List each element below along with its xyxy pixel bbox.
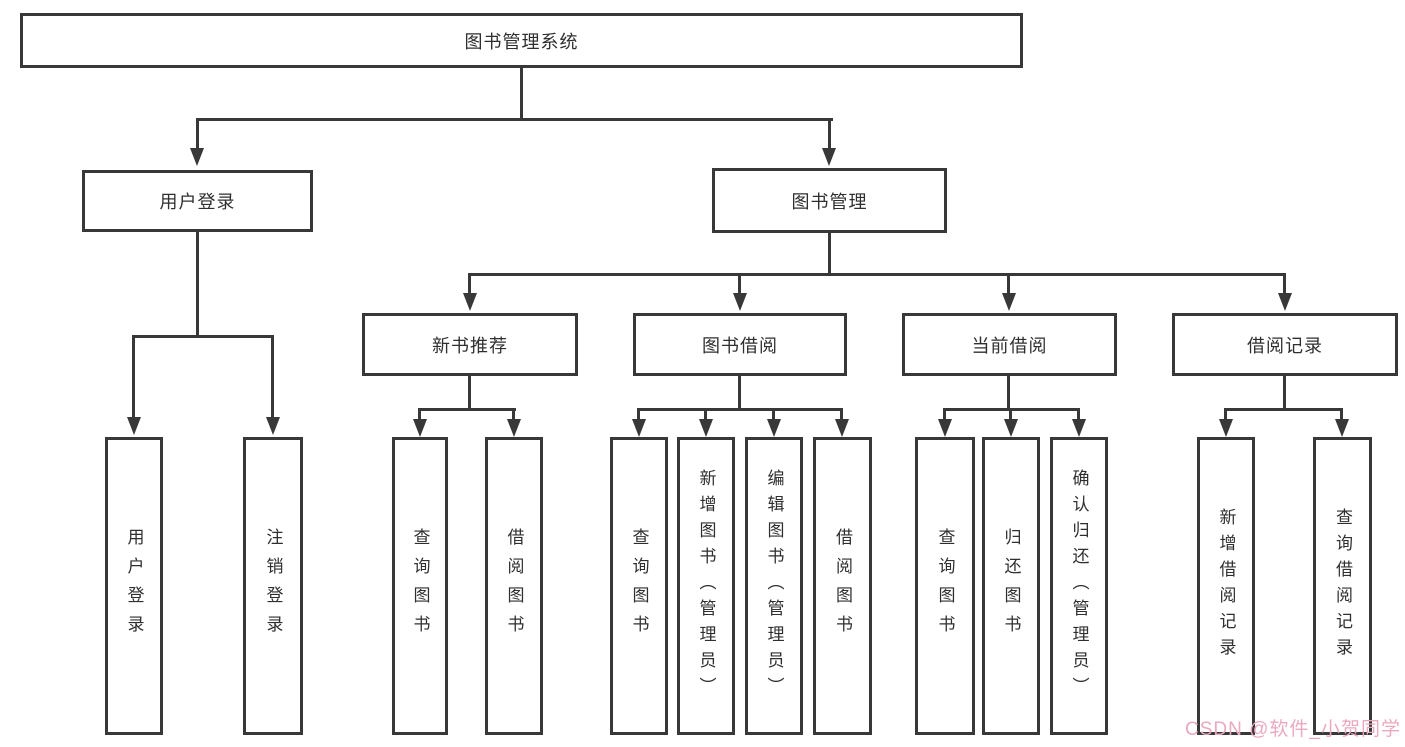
arrow-down-icon <box>507 419 521 437</box>
node-root-label: 图书管理系统 <box>464 31 579 52</box>
node-bb-borrow-book-label: 借阅图书 <box>833 528 852 644</box>
connector-drop-bb-edit <box>772 408 775 421</box>
node-new-book-rec: 新书推荐 <box>362 313 578 376</box>
csdn-watermark: CSDN @软件_小贺同学 <box>1185 719 1401 740</box>
connector-drop-br-add <box>1224 408 1227 421</box>
node-br-add-record: 新增借阅记录 <box>1197 437 1255 735</box>
node-cb-confirm-return: 确认归还（管理员） <box>1050 437 1108 735</box>
node-logout: 注销登录 <box>243 437 303 735</box>
arrow-down-icon <box>413 419 427 437</box>
connector-book-mgmt-rail <box>468 273 1286 276</box>
connector-user-login-rail <box>132 335 274 338</box>
node-bb-query-book: 查询图书 <box>610 437 668 735</box>
arrow-down-icon <box>835 419 849 437</box>
node-rec-borrow-book-label: 借阅图书 <box>504 528 524 644</box>
connector-drop-rec-borrow <box>512 408 515 421</box>
node-br-add-record-label: 新增借阅记录 <box>1216 508 1236 664</box>
arrow-down-icon <box>733 293 747 311</box>
connector-drop-user-login <box>196 118 199 150</box>
node-borrow-records-label: 借阅记录 <box>1247 335 1323 356</box>
connector-drop-login <box>132 335 135 417</box>
node-cb-return-book: 归还图书 <box>982 437 1040 735</box>
connector-book-borrow-stem <box>738 376 741 408</box>
arrow-down-icon <box>938 419 952 437</box>
node-cb-query-book: 查询图书 <box>915 437 975 735</box>
node-bb-edit-book: 编辑图书（管理员） <box>745 437 803 735</box>
arrow-down-icon <box>1072 419 1086 437</box>
arrow-down-icon <box>463 293 477 311</box>
arrow-down-icon <box>1278 293 1292 311</box>
node-book-mgmt: 图书管理 <box>712 168 947 233</box>
arrow-down-icon <box>1219 419 1233 437</box>
connector-drop-book-mgmt <box>828 118 831 150</box>
connector-current-borrow-stem <box>1007 376 1010 408</box>
node-cb-query-book-label: 查询图书 <box>935 528 955 644</box>
node-bb-add-book: 新增图书（管理员） <box>677 437 735 735</box>
arrow-down-icon <box>767 419 781 437</box>
node-cb-confirm-return-label: 确认归还（管理员） <box>1069 469 1089 703</box>
connector-drop-bb-borrow <box>840 408 843 421</box>
connector-user-login-stem <box>196 232 199 335</box>
arrow-down-icon <box>1335 419 1349 437</box>
arrow-down-icon <box>699 419 713 437</box>
node-bb-borrow-book: 借阅图书 <box>813 437 872 735</box>
node-book-borrow: 图书借阅 <box>633 313 847 376</box>
connector-root-stem <box>520 68 523 118</box>
node-book-mgmt-label: 图书管理 <box>791 191 868 212</box>
connector-borrow-records-stem <box>1283 376 1286 408</box>
connector-book-borrow-rail <box>637 408 842 411</box>
connector-drop-bb-query <box>637 408 640 421</box>
node-bb-edit-book-label: 编辑图书（管理员） <box>764 469 784 703</box>
node-login-label: 用户登录 <box>124 528 144 644</box>
node-bb-query-book-label: 查询图书 <box>629 528 649 644</box>
arrow-down-icon <box>190 148 204 166</box>
connector-drop-current-borrow <box>1007 273 1010 295</box>
arrow-down-icon <box>127 417 141 435</box>
connector-drop-bb-add <box>704 408 707 421</box>
node-user-login: 用户登录 <box>82 170 313 232</box>
node-root: 图书管理系统 <box>20 13 1023 68</box>
arrow-down-icon <box>1002 293 1016 311</box>
connector-drop-cb-query <box>943 408 946 421</box>
node-new-book-rec-label: 新书推荐 <box>432 335 508 356</box>
node-br-query-record-label: 查询借阅记录 <box>1333 508 1352 664</box>
arrow-down-icon <box>632 419 646 437</box>
connector-drop-borrow-records <box>1283 273 1286 295</box>
node-br-query-record: 查询借阅记录 <box>1313 437 1372 735</box>
connector-root-rail <box>196 118 833 121</box>
node-logout-label: 注销登录 <box>263 528 283 644</box>
connector-drop-cb-confirm <box>1077 408 1080 421</box>
connector-drop-new-book-rec <box>468 273 471 295</box>
node-login: 用户登录 <box>105 437 163 735</box>
node-user-login-label: 用户登录 <box>159 192 236 212</box>
node-rec-borrow-book: 借阅图书 <box>485 437 543 735</box>
node-borrow-records: 借阅记录 <box>1172 313 1398 376</box>
connector-new-book-rec-rail <box>418 408 516 411</box>
connector-book-mgmt-stem <box>828 233 831 273</box>
arrow-down-icon <box>266 417 280 435</box>
connector-drop-logout <box>271 335 274 417</box>
connector-drop-br-query <box>1340 408 1343 421</box>
node-rec-query-book: 查询图书 <box>392 437 448 735</box>
connector-borrow-records-rail <box>1224 408 1342 411</box>
connector-new-book-rec-stem <box>468 376 471 408</box>
connector-drop-cb-return <box>1009 408 1012 421</box>
connector-drop-book-borrow <box>738 273 741 295</box>
node-rec-query-book-label: 查询图书 <box>410 528 430 644</box>
node-cb-return-book-label: 归还图书 <box>1001 528 1021 644</box>
arrow-down-icon <box>822 148 836 166</box>
connector-drop-rec-query <box>418 408 421 421</box>
node-bb-add-book-label: 新增图书（管理员） <box>696 469 716 703</box>
node-current-borrow: 当前借阅 <box>902 313 1117 376</box>
node-book-borrow-label: 图书借阅 <box>702 335 778 356</box>
arrow-down-icon <box>1004 419 1018 437</box>
node-current-borrow-label: 当前借阅 <box>971 335 1048 356</box>
